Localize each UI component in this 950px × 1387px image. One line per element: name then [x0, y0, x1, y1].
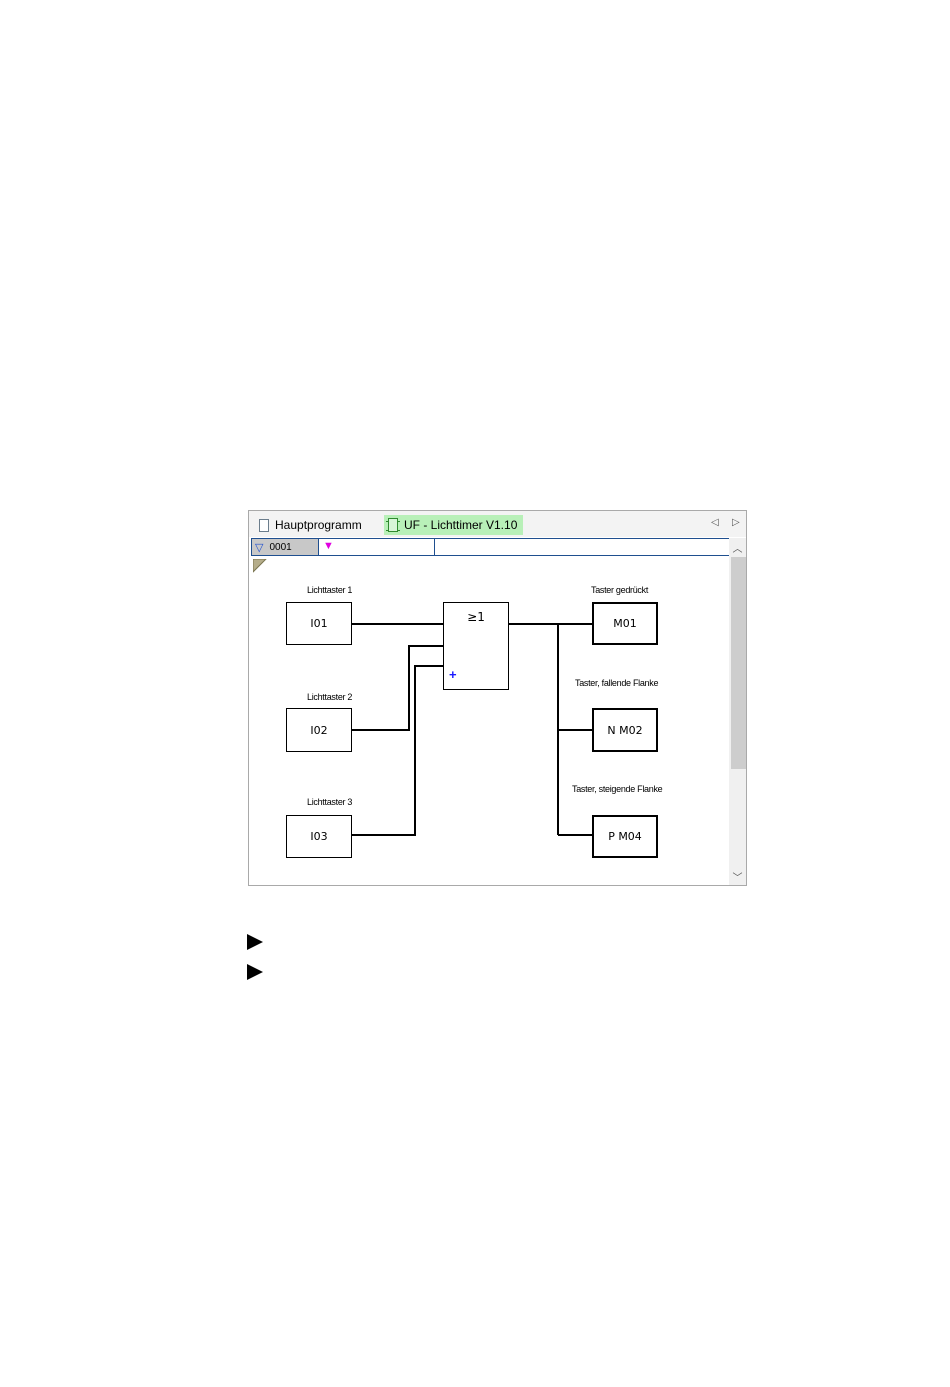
scrollbar-thumb[interactable] — [731, 557, 746, 769]
scroll-up-icon[interactable]: ︿ — [729, 539, 746, 555]
operand-text: I01 — [310, 617, 327, 630]
output-box-m02[interactable]: N M02 — [592, 708, 658, 752]
operand-text: I03 — [310, 830, 327, 843]
or-block[interactable]: ≥1 + — [443, 602, 509, 690]
output-label-1: Taster gedrückt — [591, 585, 648, 595]
wire-i03-or — [352, 666, 443, 835]
output-label-2: Taster, fallende Flanke — [575, 678, 658, 688]
input-box-i02[interactable]: I02 — [286, 708, 352, 752]
scroll-tabs-right-icon[interactable]: ▷ — [732, 517, 740, 528]
operand-text: M01 — [613, 617, 637, 630]
wire-i02-or — [352, 646, 443, 730]
or-symbol: ≥1 — [444, 610, 508, 624]
input-label-2: Lichttaster 2 — [307, 692, 352, 702]
input-box-i01[interactable]: I01 — [286, 602, 352, 645]
output-box-m01[interactable]: M01 — [592, 602, 658, 645]
input-box-i03[interactable]: I03 — [286, 815, 352, 858]
add-input-icon[interactable]: + — [449, 667, 457, 682]
bullet-arrow-icon — [247, 934, 263, 950]
editor-window: Hauptprogramm UF - Lichttimer V1.10 ◁ ▷ … — [248, 510, 747, 886]
operand-text: N M02 — [607, 724, 642, 737]
bullet-arrow-icon — [247, 964, 263, 980]
vertical-scrollbar[interactable]: ︿ ﹀ — [729, 538, 746, 885]
output-box-m04[interactable]: P M04 — [592, 815, 658, 858]
operand-text: P M04 — [608, 830, 642, 843]
scroll-down-icon[interactable]: ﹀ — [729, 868, 746, 884]
output-label-3: Taster, steigende Flanke — [572, 784, 662, 794]
input-label-1: Lichttaster 1 — [307, 585, 352, 595]
input-label-3: Lichttaster 3 — [307, 797, 352, 807]
operand-text: I02 — [310, 724, 327, 737]
